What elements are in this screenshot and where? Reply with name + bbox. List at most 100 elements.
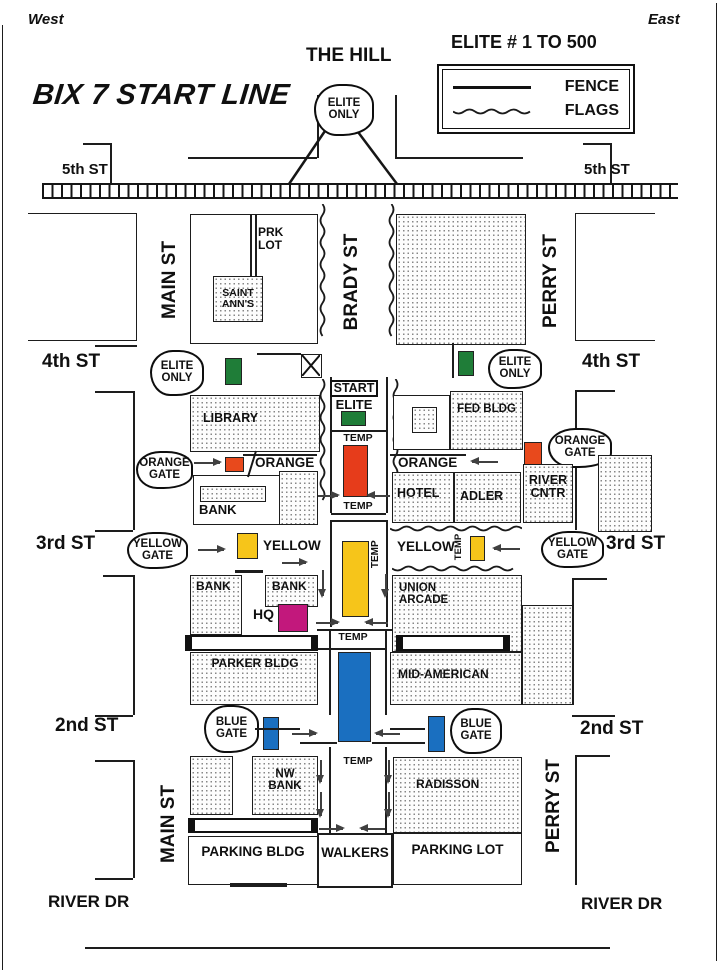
street-label-3rd-east: 3rd ST (606, 533, 666, 554)
arrow-right-icon (316, 618, 340, 626)
street-label-3rd-west: 3rd ST (36, 533, 96, 554)
street-line (610, 143, 612, 183)
street-line (103, 575, 133, 577)
arrow-left-icon (492, 544, 520, 552)
street-line (575, 755, 610, 757)
blue-gate-label: BLUE GATE (215, 716, 248, 740)
corridor-line (318, 648, 386, 650)
street-line (235, 570, 263, 573)
blue-gate-west: BLUE GATE (204, 705, 259, 753)
corridor-line (386, 520, 388, 627)
parking-lot-area (393, 833, 522, 885)
arrow-left-icon (470, 457, 498, 465)
parking-lot-label: PARKING LOT (411, 842, 504, 857)
street-label-perry-upper: PERRY ST (540, 233, 562, 328)
radisson-label: RADISSON (416, 777, 480, 791)
street-label-4th-east: 4th ST (582, 351, 641, 372)
hatched-block (279, 471, 318, 525)
start-line-box: START (330, 380, 378, 397)
nw-bank-label: NW BANK (268, 768, 302, 793)
street-line (583, 143, 611, 145)
arrow-right-icon (292, 729, 318, 737)
elite-only-label: ELITE ONLY (327, 97, 361, 121)
corridor-line (329, 747, 331, 833)
arrow-left-icon (364, 618, 388, 626)
yellow-gate-label: YELLOW GATE (132, 537, 183, 562)
street-line (317, 95, 319, 158)
orange-gate-label: ORANGE GATE (139, 457, 190, 481)
compass-east-label: East (648, 11, 680, 28)
street-label-river-east: RIVER DR (581, 894, 663, 913)
blue-gate-label: BLUE GATE (460, 718, 492, 742)
hatched-block (190, 756, 233, 815)
fed-bldg-building (450, 391, 523, 450)
corridor-line (317, 629, 393, 631)
yellow-marker (237, 533, 258, 559)
street-line (395, 95, 397, 158)
parker-bldg-label: PARKER BLDG (211, 656, 299, 670)
union-arcade-label: UNION ARCADE (399, 582, 449, 607)
nw-bank-building (252, 756, 318, 815)
hq-label: HQ (253, 606, 274, 622)
bank-label: BANK (196, 579, 231, 593)
arrow-right-icon (194, 458, 222, 466)
street-line (572, 578, 574, 705)
arrow-down-icon (384, 760, 392, 784)
prk-lot-label: PRK LOT (258, 225, 284, 252)
yellow-marker (470, 536, 485, 561)
river-cntr-building (523, 464, 573, 523)
street-line (390, 454, 466, 456)
arrow-down-icon (316, 760, 324, 784)
street-line (452, 343, 454, 378)
corridor-line (385, 631, 387, 715)
street-line (95, 530, 133, 532)
corridor-line (331, 513, 386, 515)
yellow-gate-west: YELLOW GATE (127, 532, 188, 569)
street-line (230, 883, 287, 887)
blue-temp-marker (338, 652, 371, 742)
corridor-line (330, 377, 332, 513)
crossed-box-marker (301, 354, 322, 378)
library-building (190, 395, 320, 452)
yellow-gate-east: YELLOW GATE (541, 531, 604, 568)
arrow-down-icon (318, 570, 326, 598)
hatched-block (396, 214, 526, 345)
arrow-right-icon (316, 491, 340, 499)
corridor-line (385, 747, 387, 833)
blue-marker (428, 716, 445, 752)
flags-wave-icon (453, 107, 531, 116)
page-edge-line (716, 3, 717, 961)
x-icon (301, 354, 321, 377)
arrow-left-icon (359, 824, 385, 832)
barricade-bar (185, 635, 318, 651)
hatched-block (522, 605, 573, 705)
yellow-route-label-west: YELLOW (263, 538, 321, 553)
flags-line (318, 204, 327, 344)
arrow-down-icon (381, 574, 389, 598)
flags-line (318, 379, 327, 510)
corridor-line (329, 631, 331, 715)
compass-west-label: West (28, 11, 64, 28)
corridor-line (331, 520, 386, 522)
fence-line-icon (453, 85, 531, 89)
start-label: START (333, 381, 375, 395)
legend-flags-row: FLAGS (453, 102, 619, 120)
flags-line (390, 524, 522, 533)
river-cntr-label: RIVER CNTR (528, 473, 568, 501)
orange-marker (225, 457, 244, 472)
bank-building (265, 575, 318, 607)
barricade-bar (188, 818, 318, 833)
page-title: BIX 7 START LINE (31, 79, 292, 111)
orange-gate-label: ORANGE GATE (554, 435, 606, 459)
street-label-5th-east: 5th ST (584, 161, 630, 178)
corridor-line (386, 377, 388, 513)
adler-building (454, 472, 521, 523)
street-line (95, 878, 133, 880)
arrow-left-icon (374, 729, 400, 737)
fed-bldg-label: FED BLDG (457, 403, 516, 415)
hq-marker (278, 604, 308, 632)
diagonal-line (247, 450, 257, 478)
street-line (572, 715, 615, 717)
parker-bldg-building (190, 652, 318, 705)
legend-fence-row: FENCE (453, 78, 619, 96)
